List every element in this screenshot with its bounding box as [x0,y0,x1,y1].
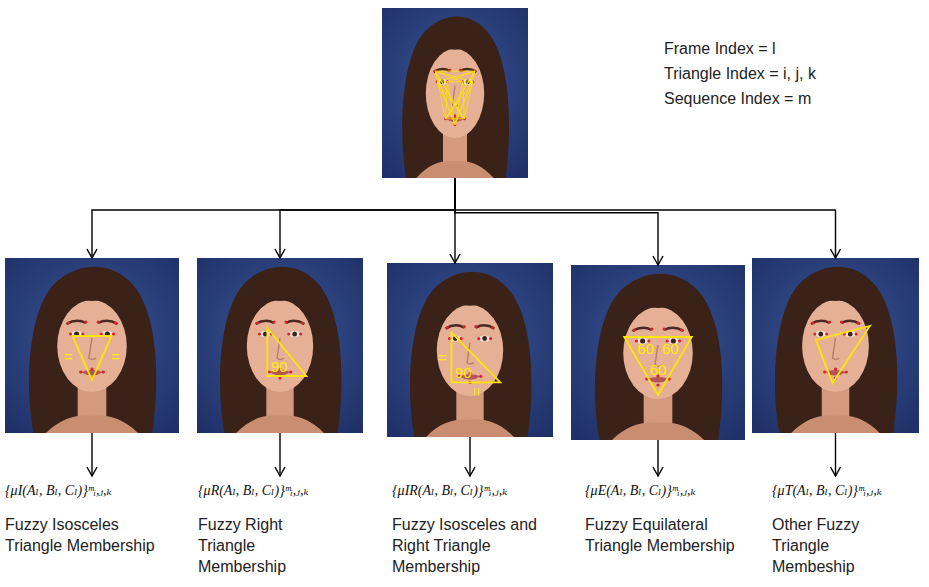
flow-arrow [87,178,455,258]
angle-mark: 90 [455,365,472,380]
membership-formula: {μIR(Aₗ, Bₗ, Cₗ)}ᵐᵢ,ⱼ,ₖ [392,482,564,500]
category-caption: Fuzzy Isosceles Triangle Membership [5,514,155,556]
membership-formula: {μR(Aₗ, Bₗ, Cₗ)}ᵐᵢ,ⱼ,ₖ [198,482,368,500]
flow-arrow [87,433,97,476]
angle-mark: = [111,349,120,364]
caption-block: {μIR(Aₗ, Bₗ, Cₗ)}ᵐᵢ,ⱼ,ₖFuzzy Isosceles a… [392,476,564,577]
membership-formula: {μI(Aₗ, Bₗ, Cₗ)}ᵐᵢ,ⱼ,ₖ [5,482,180,500]
membership-formula: {μE(Aₗ, Bₗ, Cₗ)}ᵐᵢ,ⱼ,ₖ [585,482,750,500]
index-note: Sequence Index = m [664,86,816,111]
angle-mark: 90 [271,359,288,374]
flow-arrow [275,433,285,476]
category-caption: Fuzzy Isosceles and Right Triangle Membe… [392,514,542,577]
index-note: Triangle Index = i, j, k [664,61,816,86]
index-note: Frame Index = l [664,36,816,61]
photo-frame: 90 [197,258,363,433]
angle-mark: = [438,350,447,365]
photo-frame [752,258,919,433]
face-photo-right [197,258,363,433]
index-legend: Frame Index = lTriangle Index = i, j, kS… [664,36,816,111]
angle-mark: = [64,349,73,364]
photo-frame: = 90 = [387,263,553,437]
photo-frame [382,8,528,178]
category-caption: Fuzzy Right Triangle Membership [198,514,318,577]
flow-arrow [275,178,455,258]
angle-mark: 60 [650,362,667,377]
angle-mark: 60 [637,341,654,356]
caption-block: {μE(Aₗ, Bₗ, Cₗ)}ᵐᵢ,ⱼ,ₖFuzzy Equilateral … [585,476,750,556]
caption-block: {μR(Aₗ, Bₗ, Cₗ)}ᵐᵢ,ⱼ,ₖFuzzy Right Triang… [198,476,368,577]
flow-arrow [653,440,663,476]
flow-arrow [455,178,841,258]
face-photo-mesh [382,8,528,178]
flow-arrow [465,437,475,476]
face-photo-isosceles [5,258,179,433]
membership-formula: {μT(Aₗ, Bₗ, Cₗ)}ᵐᵢ,ⱼ,ₖ [772,482,922,500]
photo-frame: == [5,258,179,433]
face-photo-equilateral [571,265,745,440]
category-caption: Fuzzy Equilateral Triangle Membership [585,514,735,556]
angle-mark: = [468,388,483,397]
caption-block: {μT(Aₗ, Bₗ, Cₗ)}ᵐᵢ,ⱼ,ₖOther Fuzzy Triang… [772,476,922,577]
caption-block: {μI(Aₗ, Bₗ, Cₗ)}ᵐᵢ,ⱼ,ₖFuzzy Isosceles Tr… [5,476,180,556]
angle-mark: 60 [662,341,679,356]
flow-arrow [455,178,663,265]
category-caption: Other Fuzzy Triangle Membeship [772,514,902,577]
face-photo-isosceles-right [387,263,553,437]
photo-frame: 60 60 60 [571,265,745,440]
flow-arrow [831,433,841,476]
face-photo-other [752,258,919,433]
